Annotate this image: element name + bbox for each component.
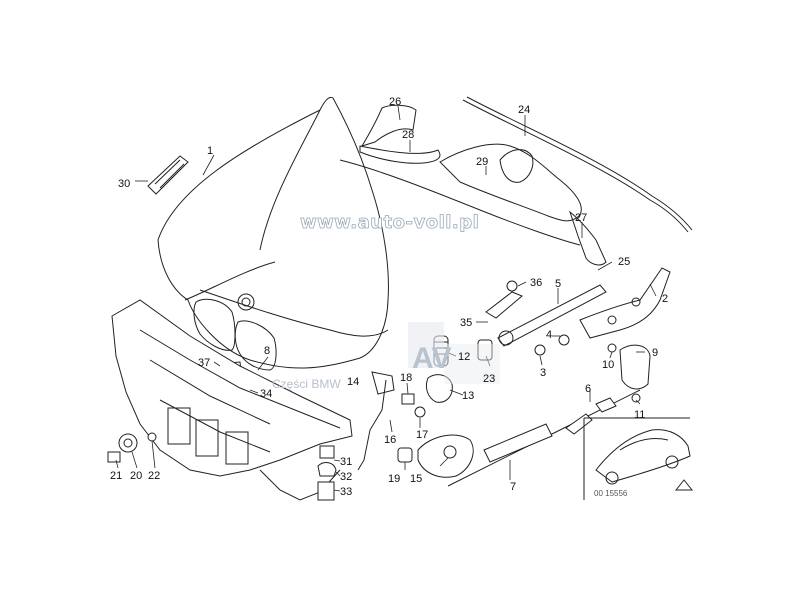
callout-31: 31 <box>340 456 352 468</box>
callout-1: 1 <box>207 145 213 157</box>
seal-parts <box>339 96 693 266</box>
callout-3: 3 <box>540 367 546 379</box>
callout-23: 23 <box>483 373 495 385</box>
callout-13: 13 <box>462 390 474 402</box>
watermark-brand: Części BMW <box>272 377 341 391</box>
watermark-logo: AV <box>412 342 451 375</box>
callout-15: 15 <box>410 473 422 485</box>
callout-labels: 1 2 3 4 5 6 7 8 9 10 11 12 13 14 15 16 1… <box>110 96 668 498</box>
callout-9: 9 <box>652 347 658 359</box>
car-inset <box>583 417 694 500</box>
callout-7: 7 <box>510 481 516 493</box>
callout-25: 25 <box>618 256 630 268</box>
callout-6: 6 <box>585 383 591 395</box>
callout-10: 10 <box>602 359 614 371</box>
callout-34: 34 <box>260 388 272 400</box>
hinge-part <box>497 267 671 347</box>
watermark-site: www.auto-voll.pl <box>300 212 479 233</box>
callout-35: 35 <box>460 317 472 329</box>
callout-4: 4 <box>546 329 552 341</box>
callout-26: 26 <box>389 96 401 108</box>
leader-lines <box>115 105 657 492</box>
callout-20: 20 <box>130 470 142 482</box>
callout-36: 36 <box>530 277 542 289</box>
callout-27: 27 <box>575 212 587 224</box>
callout-12: 12 <box>458 351 470 363</box>
front-panel-part <box>111 299 353 501</box>
callout-21: 21 <box>110 470 122 482</box>
reference-code: 00 15556 <box>594 489 628 498</box>
callout-28: 28 <box>402 129 414 141</box>
av-logo <box>408 322 500 384</box>
callout-18: 18 <box>400 372 412 384</box>
callout-11: 11 <box>634 409 645 421</box>
callout-16: 16 <box>384 434 396 446</box>
callout-24: 24 <box>518 104 530 116</box>
callout-5: 5 <box>555 278 561 290</box>
callout-17: 17 <box>416 429 428 441</box>
callout-2: 2 <box>662 293 668 305</box>
callout-8: 8 <box>264 345 270 357</box>
callout-22: 22 <box>148 470 160 482</box>
bolt-parts <box>107 432 337 501</box>
side-vent-part <box>147 155 189 195</box>
callout-33: 33 <box>340 486 352 498</box>
callout-19: 19 <box>388 473 400 485</box>
hood-part <box>157 96 389 371</box>
callout-30: 30 <box>118 178 130 190</box>
callout-29: 29 <box>476 156 488 168</box>
callout-14: 14 <box>347 376 359 388</box>
callout-32: 32 <box>340 471 352 483</box>
callout-37: 37 <box>198 357 210 369</box>
release-cable-parts <box>447 389 641 487</box>
